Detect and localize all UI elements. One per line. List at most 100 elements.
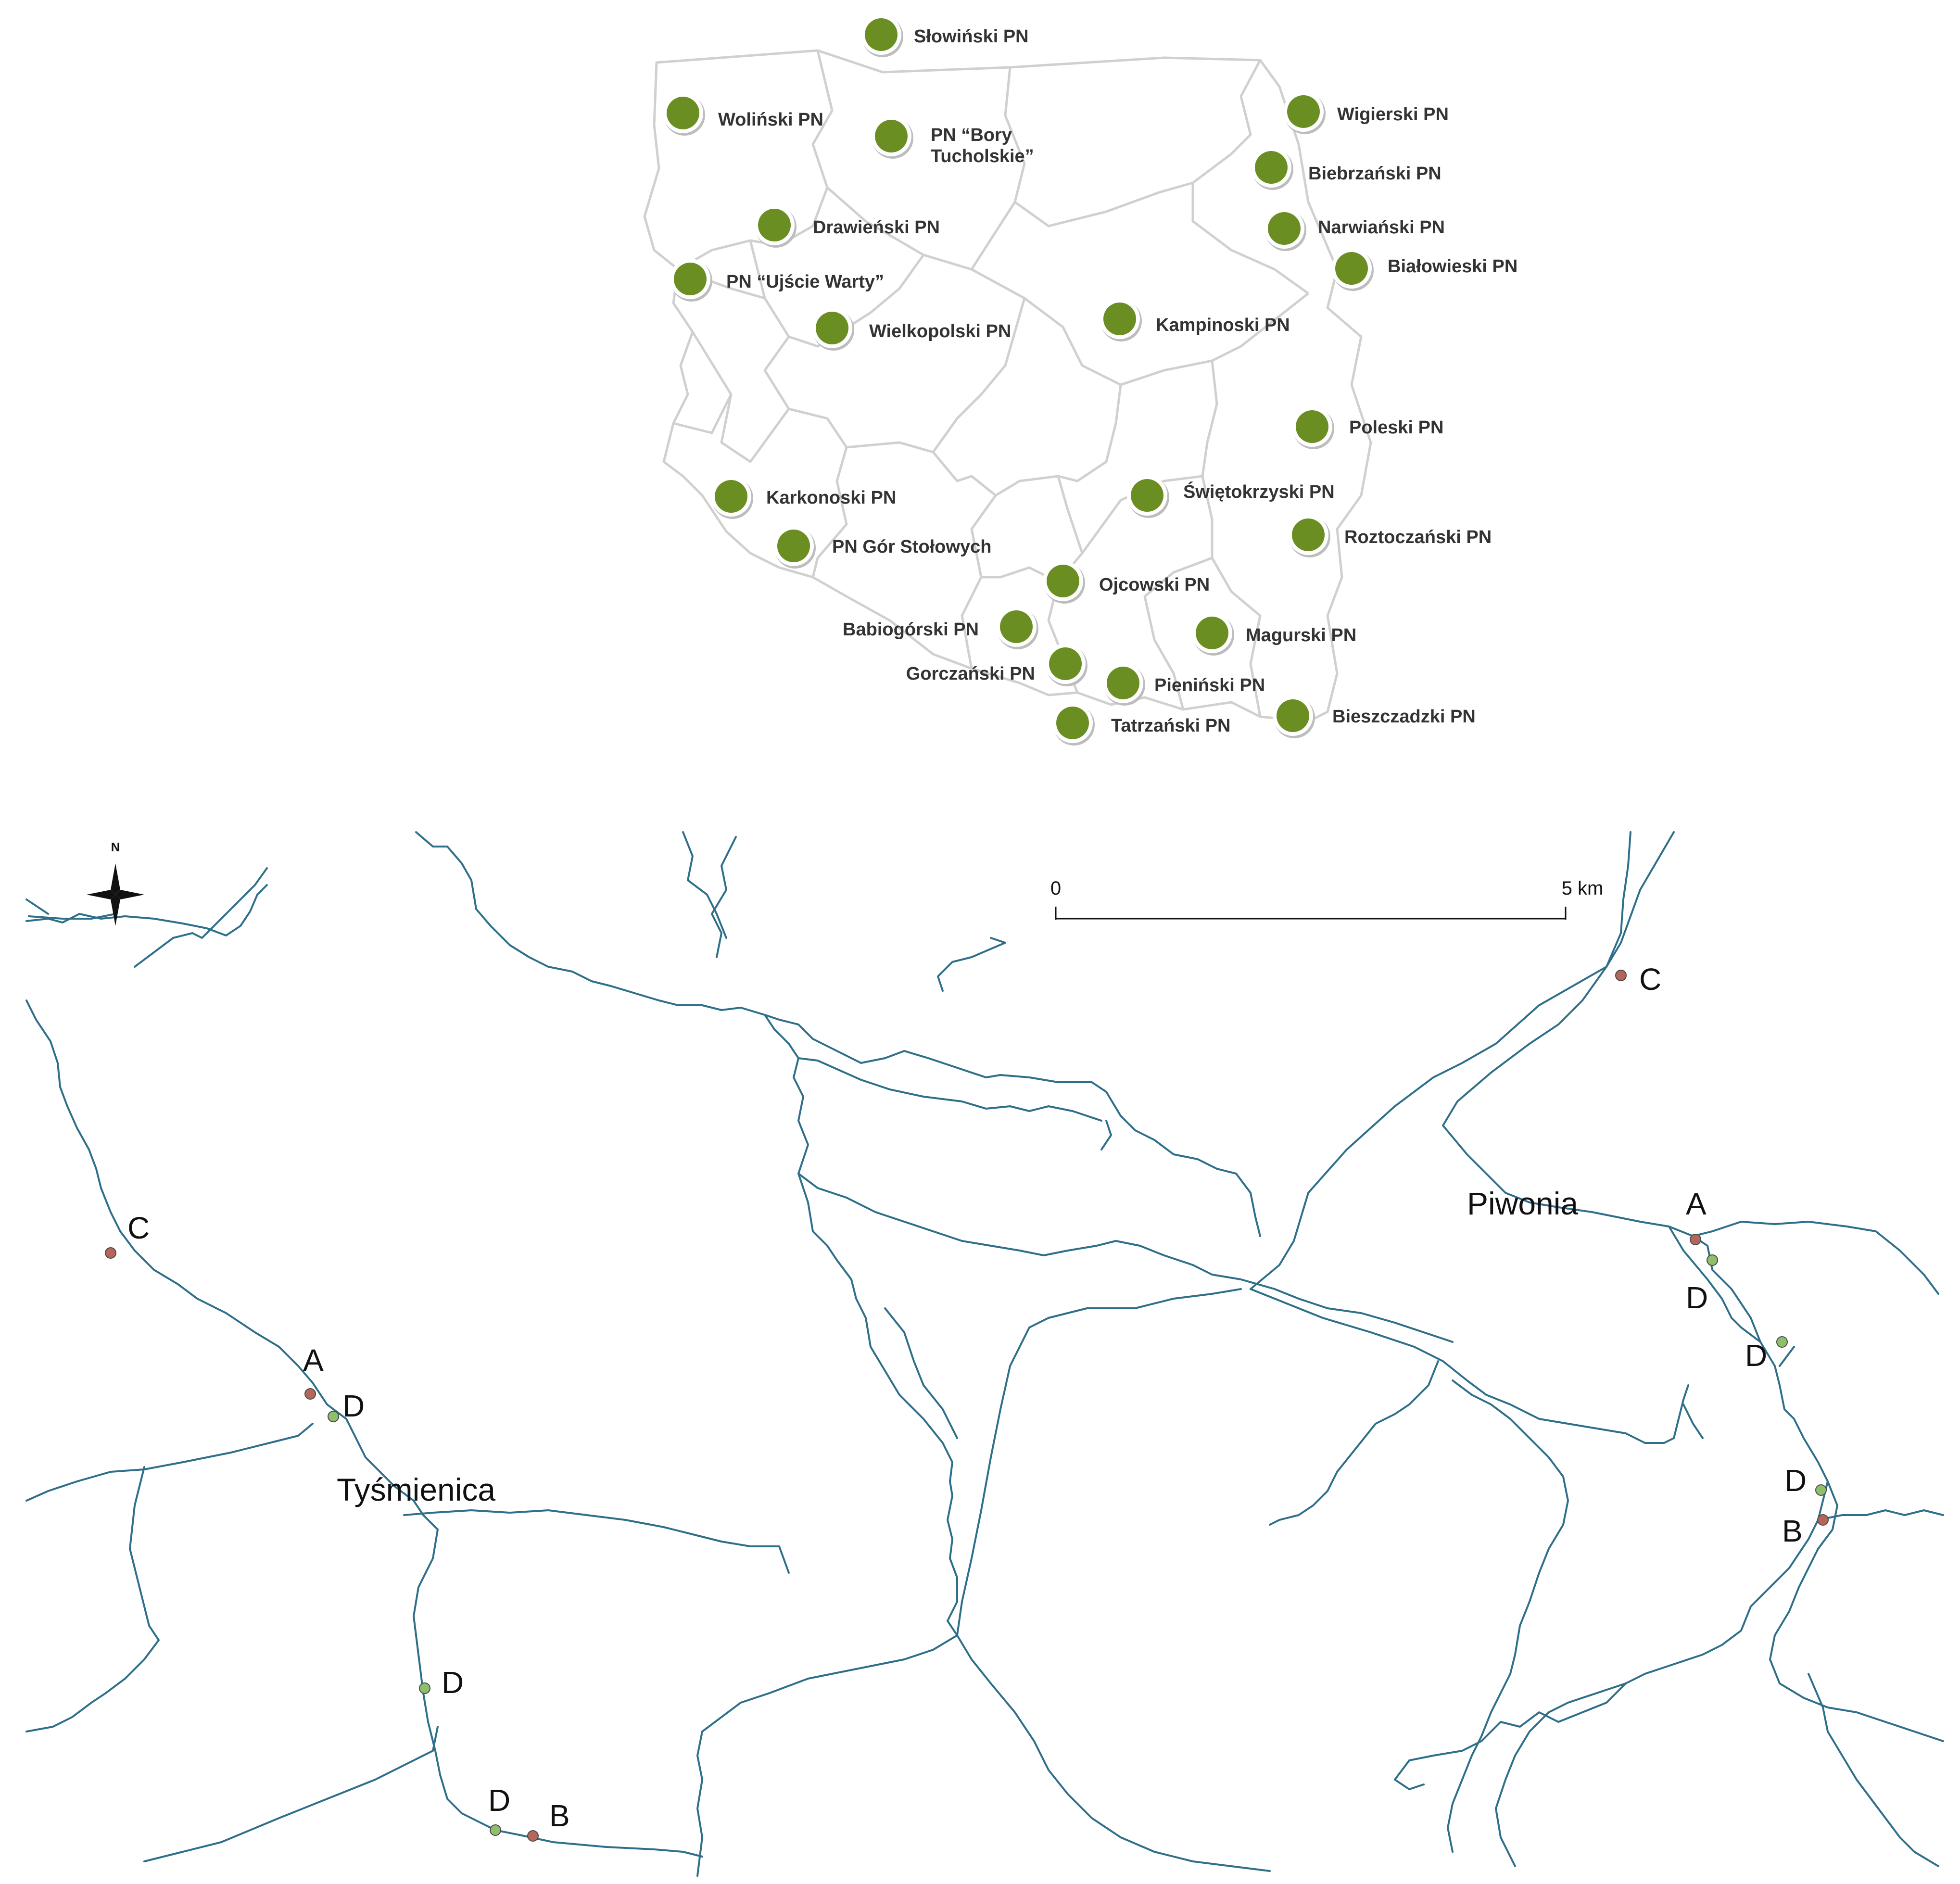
- park-marker: Woliński PN: [663, 93, 823, 136]
- park-dot-icon: [1268, 212, 1301, 245]
- river-line: [415, 831, 958, 1636]
- park-label: PN Gór Stołowych: [832, 537, 991, 557]
- sampling-site: D: [1784, 1463, 1827, 1498]
- park-label: Pieniński PN: [1154, 675, 1265, 695]
- sampling-site: B: [1782, 1514, 1829, 1548]
- north-label: N: [111, 840, 120, 854]
- park-marker: Poleski PN: [1292, 406, 1443, 449]
- site-dot-icon: [1776, 1336, 1788, 1348]
- park-label: Białowieski PN: [1388, 256, 1517, 277]
- park-label: Świętokrzyski PN: [1183, 481, 1335, 502]
- site-label: B: [1782, 1514, 1803, 1548]
- park-dot-icon: [1049, 647, 1082, 680]
- park-label: Wielkopolski PN: [869, 321, 1011, 341]
- park-label: Biebrzański PN: [1308, 164, 1442, 184]
- park-marker: Gorczański PN: [906, 644, 1087, 686]
- park-dot-icon: [1277, 699, 1309, 732]
- river-line: [1606, 831, 1631, 968]
- site-dot-icon: [304, 1388, 316, 1400]
- river-line: [28, 913, 116, 920]
- site-dot-icon: [105, 1247, 116, 1259]
- park-marker: Narwiański PN: [1264, 208, 1445, 251]
- park-dot-icon: [777, 530, 810, 562]
- park-marker: Babiogórski PN: [843, 607, 1038, 649]
- park-dot-icon: [875, 120, 908, 152]
- river-line: [1808, 1673, 1939, 1867]
- park-label: Ojcowski PN: [1099, 575, 1210, 595]
- scale-start-label: 0: [1050, 878, 1061, 899]
- region-border: [691, 331, 790, 463]
- park-label: Gorczański PN: [906, 664, 1035, 684]
- park-label: Poleski PN: [1349, 417, 1443, 438]
- site-dot-icon: [490, 1824, 501, 1836]
- park-label: Babiogórski PN: [843, 620, 979, 640]
- region-border: [981, 566, 1059, 583]
- river-line: [1682, 1404, 1704, 1439]
- park-dot-icon: [1287, 95, 1320, 128]
- sampling-site: C: [1615, 962, 1661, 997]
- park-label: Karkonoski PN: [766, 488, 896, 508]
- park-marker: Ojcowski PN: [1043, 561, 1210, 604]
- site-label: A: [303, 1343, 324, 1378]
- region-border: [1192, 59, 1262, 184]
- region-border: [677, 50, 834, 271]
- river-line: [25, 999, 424, 1516]
- park-dot-icon: [1107, 667, 1139, 699]
- park-marker: Pieniński PN: [1103, 663, 1265, 706]
- park-label: Tatrzański PN: [1111, 716, 1230, 736]
- park-dot-icon: [1255, 151, 1288, 184]
- site-dot-icon: [1707, 1254, 1718, 1266]
- river-line: [1105, 1091, 1261, 1237]
- park-marker: Biebrzański PN: [1251, 147, 1442, 190]
- park-marker: Drawieński PN: [754, 205, 940, 248]
- river-line: [1692, 1221, 1939, 1295]
- river-line: [403, 1509, 790, 1574]
- park-dot-icon: [1000, 610, 1033, 643]
- park-dot-icon: [758, 209, 791, 241]
- river-line: [1250, 831, 1675, 1290]
- site-dot-icon: [1690, 1234, 1701, 1245]
- sampling-site: D: [419, 1665, 464, 1700]
- park-label: PN “Ujście Warty”: [726, 272, 884, 292]
- site-label: C: [127, 1211, 150, 1245]
- site-label: D: [442, 1665, 464, 1700]
- river-name-tysmienica: Tyśmienica: [337, 1472, 495, 1507]
- river-line: [1250, 1288, 1689, 1444]
- river-line: [797, 1057, 1102, 1122]
- park-dot-icon: [816, 312, 848, 344]
- park-marker: Świętokrzyski PN: [1127, 475, 1335, 518]
- park-label: Roztoczański PN: [1344, 527, 1492, 547]
- site-label: D: [1745, 1338, 1767, 1373]
- site-label: D: [1686, 1280, 1708, 1315]
- sampling-site: A: [303, 1343, 324, 1400]
- river-line: [937, 937, 1006, 992]
- region-border: [1004, 67, 1309, 295]
- park-marker: Karkonoski PN: [711, 476, 896, 519]
- park-marker: Białowieski PN: [1331, 248, 1517, 291]
- region-border: [932, 451, 997, 669]
- park-marker: Wigierski PN: [1283, 91, 1449, 134]
- site-label: D: [1784, 1463, 1807, 1498]
- river-line: [134, 867, 268, 968]
- park-dot-icon: [1056, 707, 1089, 739]
- scale-bar: 0 5 km: [1050, 878, 1603, 920]
- river-line: [1769, 1480, 1944, 1742]
- park-dot-icon: [1296, 410, 1328, 443]
- site-dot-icon: [419, 1682, 430, 1694]
- park-marker: PN “Ujście Warty”: [670, 259, 884, 302]
- river-line: [884, 1307, 958, 1439]
- sampling-site: D: [328, 1389, 365, 1423]
- poland-outline: [643, 49, 1372, 723]
- river-line-piwonia: [1442, 966, 1829, 1684]
- park-label: Magurski PN: [1246, 625, 1356, 645]
- river-line: [1100, 1120, 1112, 1151]
- river-line: [25, 1423, 314, 1502]
- park-label: Woliński PN: [718, 110, 823, 130]
- sampling-site: C: [105, 1211, 150, 1259]
- park-dot-icon: [715, 480, 747, 513]
- river-line: [1447, 1379, 1569, 1853]
